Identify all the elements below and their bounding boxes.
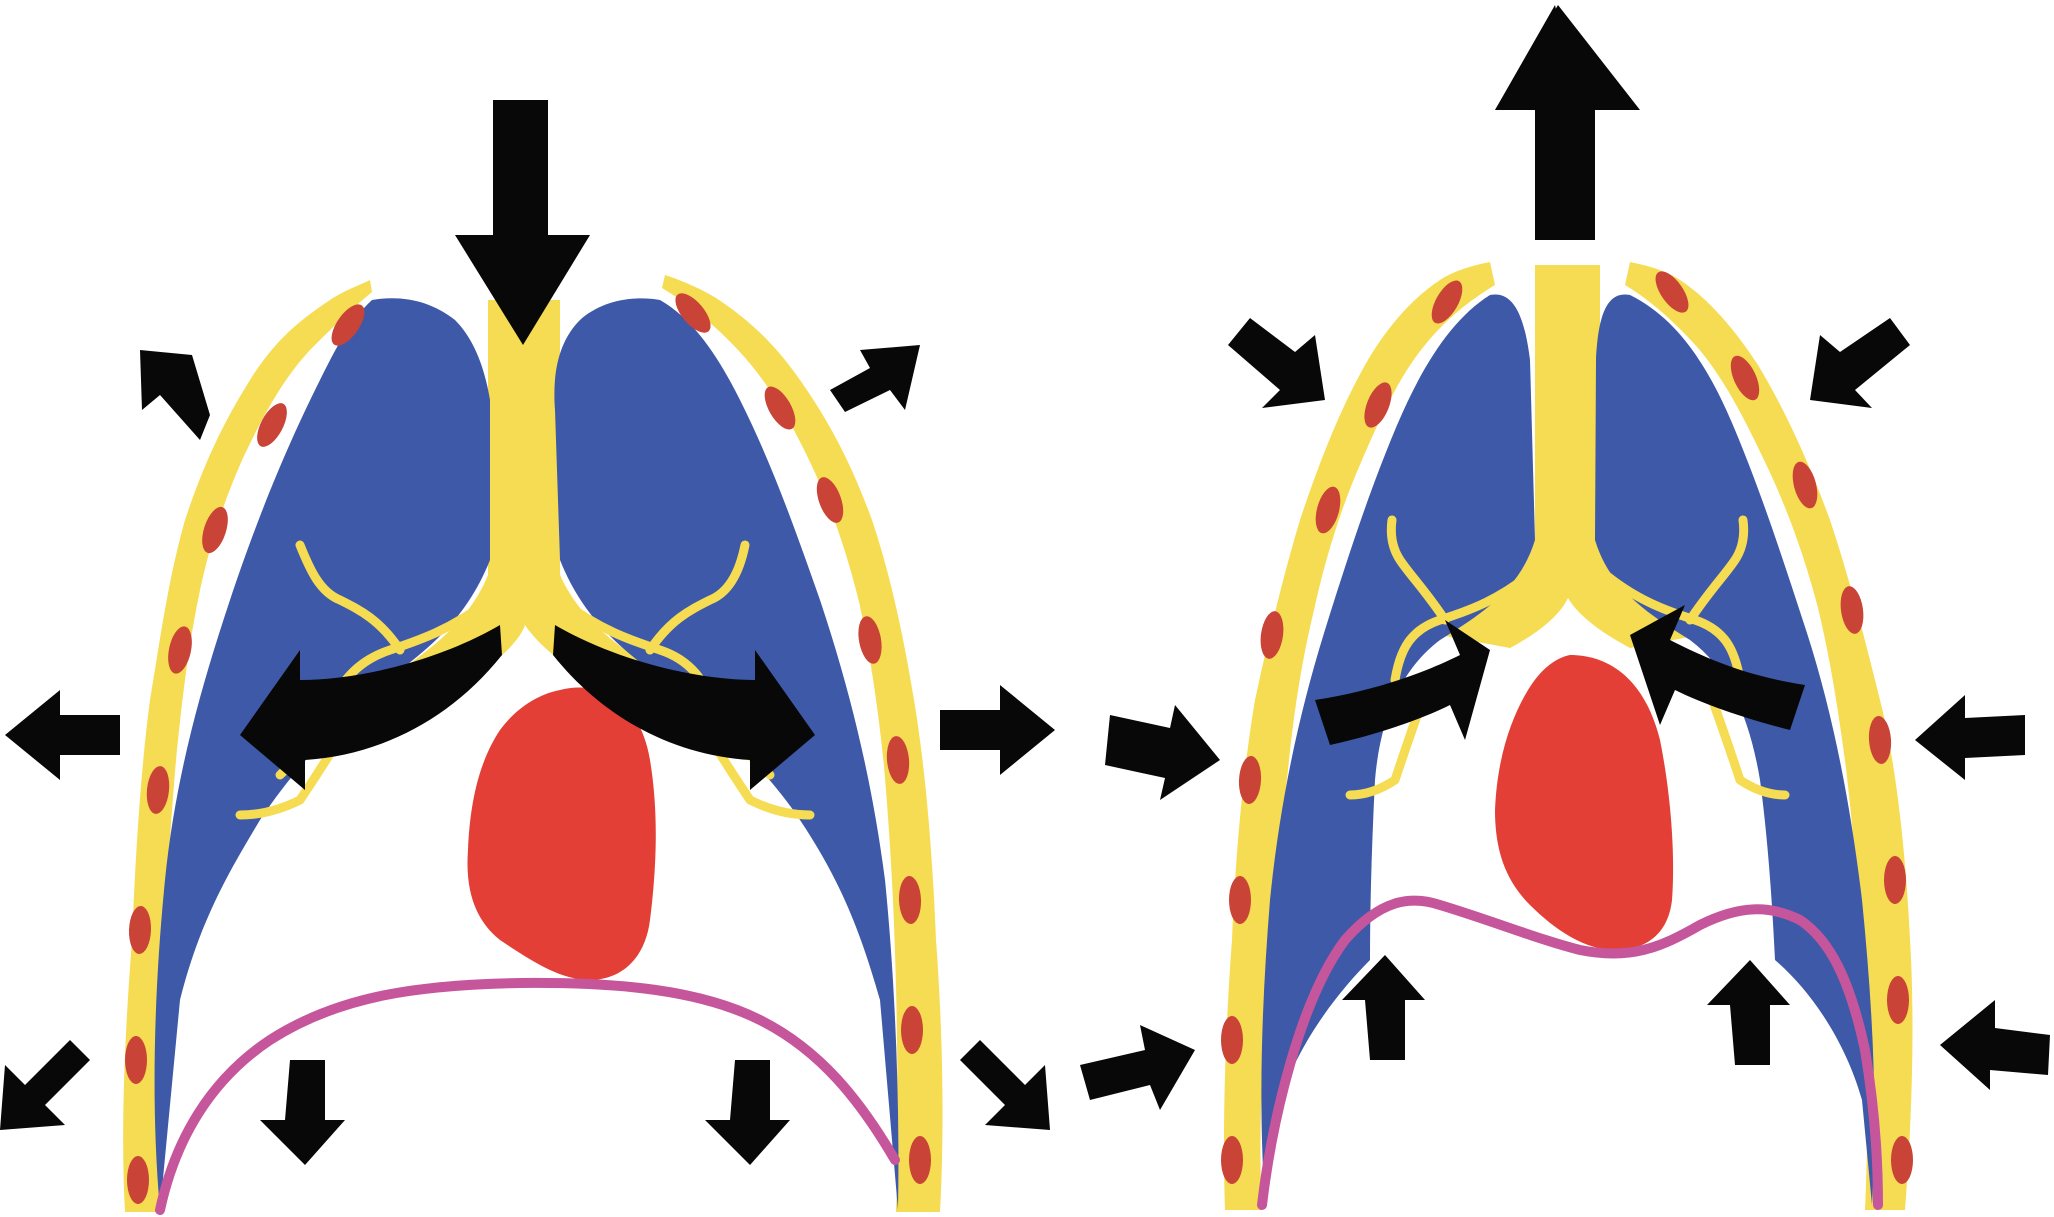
- rib: [1655, 271, 1689, 313]
- rib: [1221, 1016, 1243, 1064]
- heart-exp: [1495, 655, 1674, 950]
- rib: [1260, 611, 1284, 659]
- arrow-outward-mid-right-icon: [940, 685, 1055, 775]
- arrow-upward-right-icon: [1707, 960, 1790, 1065]
- arrow-lung-compress-left-icon: [1315, 620, 1490, 745]
- rib: [1229, 876, 1251, 924]
- rib: [1315, 486, 1341, 534]
- arrow-air-in-icon: [455, 100, 590, 345]
- rib: [1221, 1136, 1243, 1184]
- rib: [1238, 756, 1262, 804]
- arrow-outward-mid-left-icon: [5, 690, 120, 780]
- chest-wall-left-exp: [1223, 262, 1495, 1210]
- arrow-outward-lower-left-icon: [0, 1040, 90, 1130]
- ribs-right-exp: [1655, 271, 1913, 1184]
- heart: [467, 687, 656, 980]
- arrow-upward-left-icon: [1342, 955, 1425, 1060]
- ribs-right: [675, 293, 931, 1184]
- right-lung-exp: [1595, 294, 1875, 1205]
- rib: [128, 906, 152, 954]
- bronchus-left-exp: [1345, 515, 1540, 800]
- rib: [168, 626, 192, 674]
- left-lung-exp: [1261, 294, 1535, 1205]
- rib: [901, 1006, 923, 1054]
- arrow-inward-mid-left-icon: [1105, 705, 1220, 800]
- rib: [675, 293, 711, 333]
- rib: [886, 736, 910, 784]
- arrow-lung-compress-right-icon: [1630, 605, 1805, 730]
- left-lung: [154, 298, 491, 1210]
- ribs-left-exp: [1221, 280, 1463, 1184]
- rib: [1431, 280, 1463, 324]
- arrow-downward-left-icon: [260, 1060, 345, 1165]
- arrow-lung-expand-right-icon: [553, 625, 815, 790]
- rib: [909, 1136, 931, 1184]
- chest-wall-right-exp: [1625, 262, 1913, 1210]
- diaphragm-exp: [1257, 895, 1883, 1210]
- arrow-inward-upper-right-icon: [1810, 318, 1910, 408]
- chest-wall-left: [123, 280, 372, 1212]
- panel-inspiration: [0, 100, 1055, 1215]
- rib: [1364, 382, 1392, 428]
- arrow-inward-upper-left-icon: [1228, 318, 1325, 408]
- arrow-lung-expand-left-icon: [240, 625, 502, 790]
- rib: [1840, 586, 1864, 634]
- rib: [1868, 716, 1892, 764]
- rib: [127, 1156, 149, 1204]
- rib: [1730, 355, 1760, 401]
- arrow-air-out-icon: [1495, 5, 1640, 240]
- arrow-outward-upper-right-icon: [830, 345, 920, 412]
- rib: [858, 616, 882, 664]
- rib: [898, 876, 922, 924]
- rib: [1891, 1136, 1913, 1184]
- rib: [331, 304, 365, 346]
- rib: [1884, 856, 1906, 904]
- arrow-inward-lower-right-icon: [1940, 1000, 2050, 1090]
- trachea: [400, 300, 655, 680]
- trachea-exp: [1440, 265, 1700, 648]
- arrow-outward-lower-right-icon: [960, 1040, 1050, 1130]
- rib: [816, 477, 844, 523]
- diaphragm: [155, 977, 900, 1215]
- rib: [146, 766, 170, 814]
- ribs-left: [125, 304, 365, 1204]
- panel-expiration: [1080, 5, 2050, 1210]
- rib: [257, 403, 287, 447]
- rib: [202, 506, 228, 554]
- arrow-inward-lower-left-icon: [1080, 1025, 1195, 1110]
- rib: [764, 386, 796, 430]
- arrow-outward-upper-left-icon: [140, 350, 210, 440]
- bronchus-right-exp: [1595, 515, 1790, 800]
- rib: [1792, 461, 1818, 509]
- arrow-downward-right-icon: [705, 1060, 790, 1165]
- right-lung: [554, 298, 899, 1210]
- rib: [1887, 976, 1909, 1024]
- rib: [125, 1036, 147, 1084]
- chest-wall-right: [662, 275, 943, 1212]
- arrow-inward-mid-right-icon: [1915, 695, 2025, 780]
